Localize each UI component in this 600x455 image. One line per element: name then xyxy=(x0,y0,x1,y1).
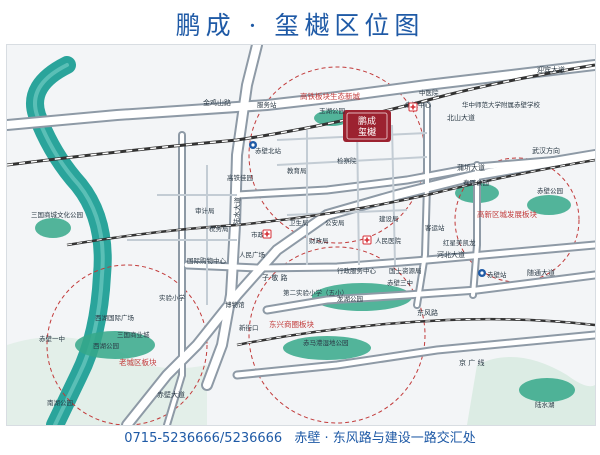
park-sanguo[interactable] xyxy=(35,218,71,238)
zone-circle-dongxing xyxy=(248,246,426,424)
road-label-jingguang: 京 广 线 xyxy=(459,358,484,367)
place-label-chunhui: 春晖公园 xyxy=(463,178,489,187)
place-label-chibi-beizhan: 赤壁北站 xyxy=(255,146,282,155)
road-fills xyxy=(7,45,595,425)
place-label-sanguo-cheng: 三国商业城 xyxy=(117,330,150,339)
hospital-markers xyxy=(262,102,418,245)
zone-circle-laocheng xyxy=(46,264,208,425)
minor-streets xyxy=(127,124,428,305)
place-label-fuwuzhan: 服务站 xyxy=(257,100,277,109)
road-label-hebei: 河北大道 xyxy=(437,250,465,259)
place-label-lushui-lake: 陆水湖 xyxy=(535,400,555,409)
road-label-puqi: 蒲圻大道 xyxy=(457,163,485,172)
road-label-wuhan: 武汉方向 xyxy=(532,146,560,155)
place-label-zhongyiyuan: 中医院 xyxy=(419,88,439,97)
place-label-guoji: 国际购物中心 xyxy=(187,256,227,265)
place-label-dier-xiaoxue: 第二实验小学（五小） xyxy=(283,288,348,297)
place-label-xiaosan-jun: 南湖公园 xyxy=(47,398,73,407)
road-label-beishan: 北山大道 xyxy=(447,113,475,122)
road-labels: 金鸡山路 迎宾大道 陆水大道 北山大道 蒲圻大道 河北大道 随通大道 东风路 子… xyxy=(157,65,565,399)
red-cross-icon xyxy=(362,235,372,245)
footer-phone[interactable]: 0715-5236666/5236666 xyxy=(124,431,283,446)
place-label-yuhu-park: 玉湖公园 xyxy=(319,106,345,115)
place-label-guotu: 国土资源局 xyxy=(389,266,422,275)
zone-labels: 高铁板块生态新城 高新区城发展板块 东兴商圈板块 老城区板块 xyxy=(119,91,537,367)
place-label-shenji: 审计局 xyxy=(195,206,215,215)
place-label-xingzheng: 行政服务中心 xyxy=(337,266,377,275)
place-label-longhu-park: 龙湖公园 xyxy=(337,294,363,303)
road-label-zijing: 子 敬 路 xyxy=(262,273,287,282)
road-label-yingbin: 迎宾大道 xyxy=(537,65,565,74)
place-label-chibi-park: 赤壁公园 xyxy=(537,186,563,195)
place-label-keyunzhan: 客运站 xyxy=(425,223,445,232)
place-label-chibi-zhan: 赤壁站 xyxy=(487,270,507,279)
place-label-gongan: 公安局 xyxy=(325,218,345,227)
place-label-hongxing: 红星美凯龙 xyxy=(443,238,476,247)
railway-line-2 xyxy=(66,158,595,247)
zone-label-dongxing: 东兴商圈板块 xyxy=(269,319,314,329)
project-name-line2: 玺樾 xyxy=(358,126,376,138)
place-label-shuiwu: 税务局 xyxy=(209,224,229,233)
place-label-renmin-square: 人民广场 xyxy=(239,250,266,259)
railway-icon xyxy=(249,141,257,149)
road-label-chibi-dadao: 赤壁大道 xyxy=(157,390,185,399)
place-label-caizheng: 财政局 xyxy=(309,236,329,245)
project-box-border xyxy=(346,112,388,140)
red-cross-icon xyxy=(408,102,418,112)
map-frame[interactable]: 鹏成 玺樾 高铁板块生态新城 高新区城发展板块 东兴商圈板块 老城区板块 金鸡山… xyxy=(6,44,596,426)
road-label-jinjishan: 金鸡山路 xyxy=(203,98,231,107)
road-label-lushui: 陆水大道 xyxy=(232,197,242,225)
place-label-sanguo-park: 三国商城文化公园 xyxy=(31,210,83,219)
place-label-gaotie-jiayuan: 高铁佳园 xyxy=(227,173,253,182)
railway-dash-3 xyxy=(236,318,595,346)
railway-icon xyxy=(478,269,486,277)
station-markers xyxy=(249,141,486,277)
footer-address: 赤壁 · 东风路与建设一路交汇处 xyxy=(294,431,476,446)
place-label-huazhong: 华中师范大学附属赤壁学校 xyxy=(462,100,541,109)
place-label-jianchayuan: 检察院 xyxy=(337,156,357,165)
location-map[interactable]: 鹏成 玺樾 高铁板块生态新城 高新区城发展板块 东兴商圈板块 老城区板块 金鸡山… xyxy=(7,45,595,425)
place-label-jiankong: 疾控中心 xyxy=(405,100,432,109)
place-label-renmin-hospital: 人民医院 xyxy=(375,236,402,245)
railway-dash xyxy=(7,64,595,166)
lake-lushui[interactable] xyxy=(519,378,575,402)
zone-label-laocheng: 老城区板块 xyxy=(119,357,157,367)
place-labels: 服务站 赤壁北站 三国商城文化公园 疾控中心 中医院 华中师范大学附属赤壁学校 … xyxy=(31,88,563,409)
place-label-shiyan-xiaoxue: 实验小学 xyxy=(159,293,186,302)
place-label-shizhengfu: 市政府 xyxy=(251,230,271,239)
place-label-chibi-yizhong: 赤壁一中 xyxy=(39,334,65,343)
park-xihu[interactable] xyxy=(75,331,155,359)
zone-label-gaotie: 高铁板块生态新城 xyxy=(300,91,360,101)
page-title: 鹏成 · 玺樾区位图 xyxy=(175,11,425,40)
red-cross-icon xyxy=(262,229,272,239)
zone-label-gaoxin: 高新区城发展板块 xyxy=(477,209,537,219)
place-label-weisheng: 卫生局 xyxy=(289,218,309,227)
place-label-jianshe: 建设局 xyxy=(379,214,399,223)
place-label-chimagang: 赤马港湿地公园 xyxy=(303,338,349,347)
place-label-xinjiekou: 新街口 xyxy=(239,323,259,332)
footer: 0715-5236666/5236666 赤壁 · 东风路与建设一路交汇处 xyxy=(0,427,600,451)
project-box[interactable] xyxy=(343,110,391,142)
zone-circle-gaoxin xyxy=(454,157,580,283)
road-label-dongfeng: 东风路 xyxy=(417,308,438,317)
place-label-bowuguan: 博物馆 xyxy=(225,300,245,309)
place-label-jiaoyu: 教育局 xyxy=(287,166,307,175)
project-marker[interactable]: 鹏成 玺樾 xyxy=(343,110,391,142)
road-label-suitong: 随通大道 xyxy=(527,268,555,277)
place-label-chimagang-school: 赤壁三中 xyxy=(387,278,413,287)
river-highlight xyxy=(33,63,105,425)
park-chibi[interactable] xyxy=(527,195,571,215)
park-chimagang[interactable] xyxy=(283,336,371,360)
project-name-line1: 鹏成 xyxy=(358,115,376,127)
place-label-xihu-guangchang: 西湖国际广场 xyxy=(95,313,135,322)
place-label-xihu-park: 西湖公园 xyxy=(93,341,119,350)
